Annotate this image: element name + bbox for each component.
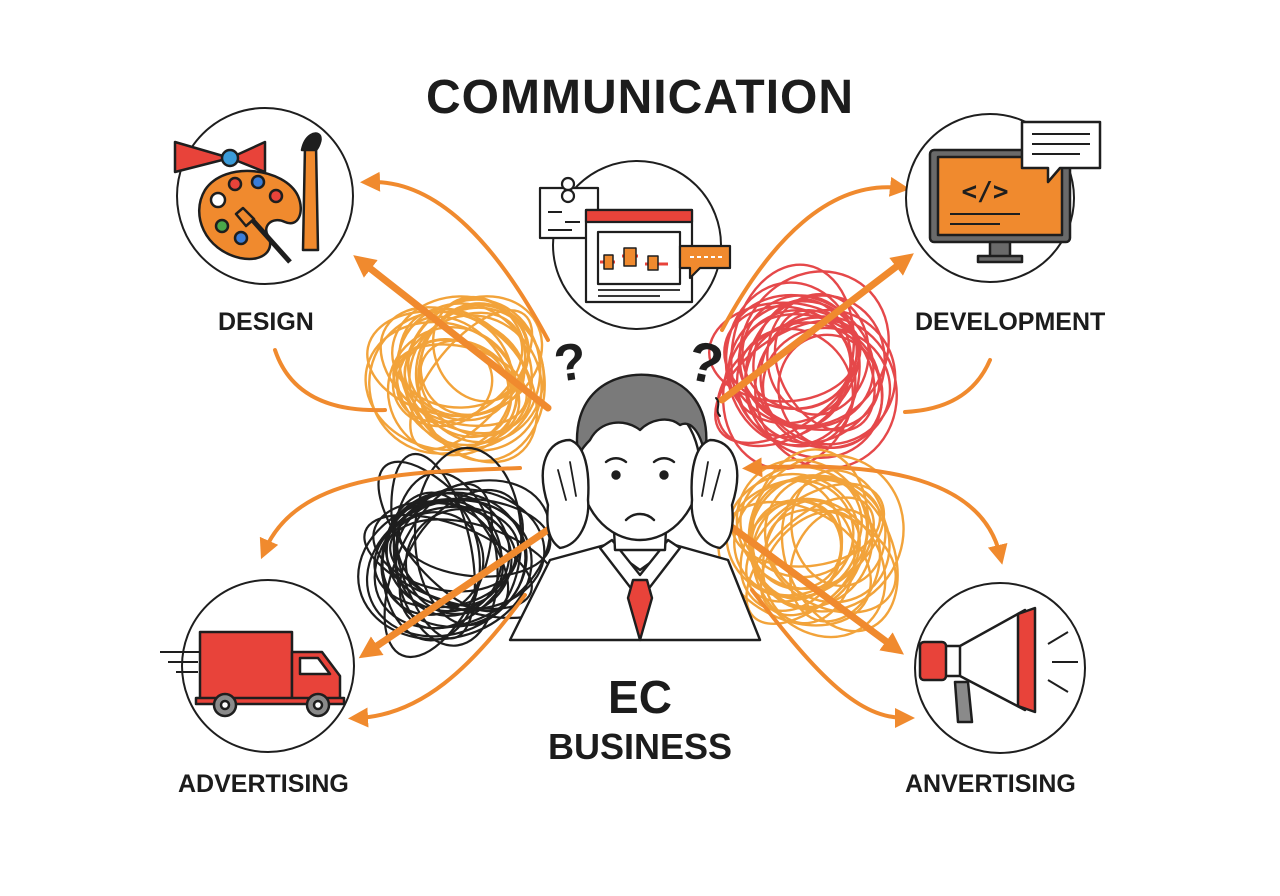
red-tie [626,578,654,642]
tangle-loop [379,306,533,435]
tangle-loop [373,505,520,609]
tangle-loop [394,499,503,617]
tangle-loop [398,315,513,439]
bold-arrow-to-development [718,253,914,404]
tangle-orange-left [364,295,546,464]
megaphone-icon [918,606,1078,724]
tangle-loop [372,500,517,593]
center-label-ec: EC [608,671,672,723]
arrow-center-to-advleft [259,466,522,560]
left-hand [541,438,590,550]
bold-arrow-to-advertising-left [358,521,559,659]
tangle-loop [391,295,530,409]
tangle-loop [403,298,542,450]
curved-arrows [259,171,1008,728]
tangle-loop [431,295,527,403]
tangle-loop [744,294,886,445]
arrow-dev-to-center [720,176,910,332]
palette-brush-icon [173,132,322,264]
tangle-loop [363,513,533,610]
label-advertising-left: ADVERTISING [178,770,349,798]
tangle-loop [377,460,510,613]
arrow-center-to-anvright-bottom [750,588,915,728]
question-mark-left: ? [551,332,591,394]
bold-arrow-to-design [353,255,552,412]
webpage-chart-icon [538,176,732,304]
delivery-truck-icon [160,630,346,718]
diagram-title: COMMUNICATION [425,71,855,124]
tangle-black-left [357,446,561,659]
businessman-hair [575,373,708,457]
arrow-dev-to-tangle [903,358,992,414]
arrow-center-to-advleft-bottom [348,593,527,728]
stressed-businessman [508,373,762,642]
label-development: DEVELOPMENT [915,308,1106,336]
tangle-loop [723,305,852,410]
bold-arrow-to-advertising-right [718,516,905,655]
bold-arrows [353,253,914,659]
center-label-business: BUSINESS [547,726,733,767]
arrow-center-to-design [360,171,550,342]
tangle-loop [714,319,862,445]
tangle-loop [364,320,519,452]
tangle-loop [414,306,545,444]
svg-text:</>: </> [962,177,1009,207]
arrow-design-to-tangle [273,348,387,413]
label-design: DESIGN [218,308,314,336]
code-monitor-icon: </> [928,120,1102,264]
tangle-red-right [708,263,898,471]
arrow-center-to-anvright [742,457,1008,565]
label-advertising-right: ANVERTISING [905,770,1076,798]
